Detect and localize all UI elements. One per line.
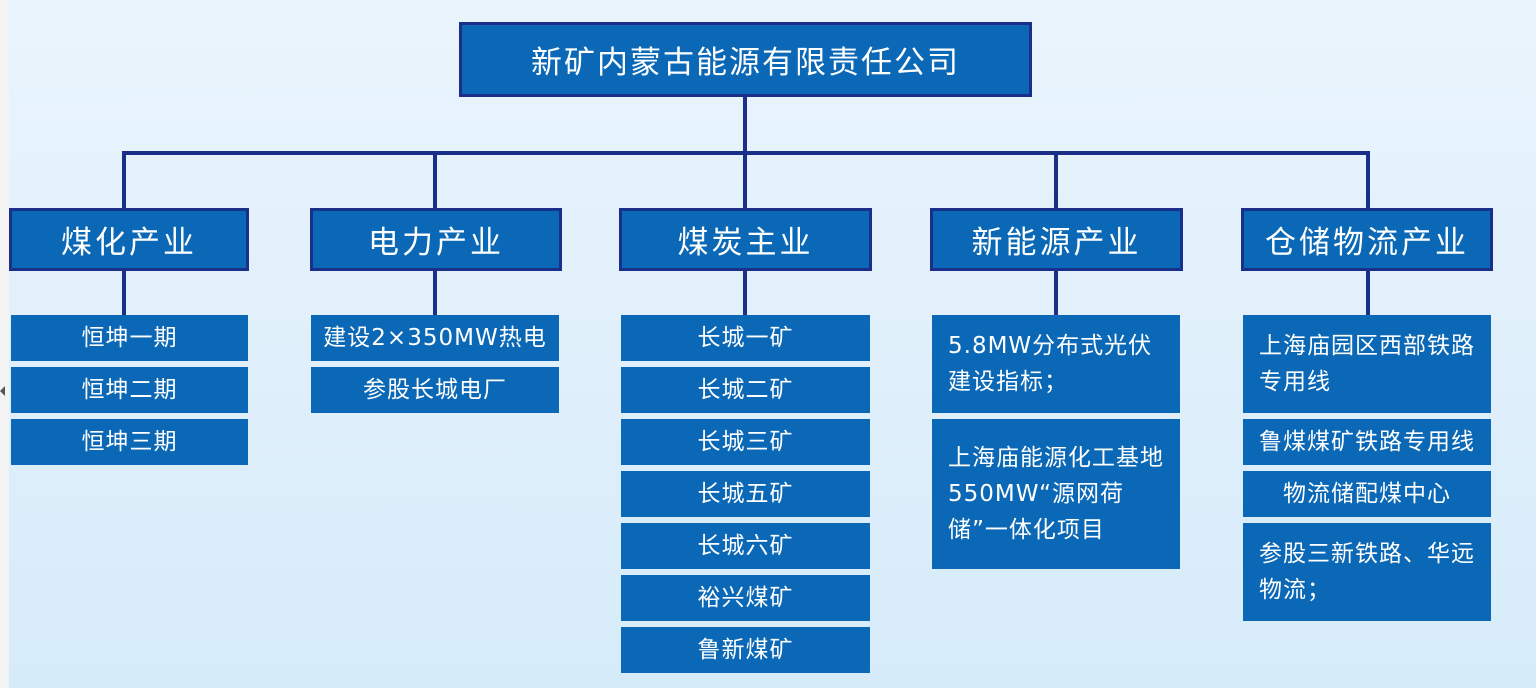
item-node: 鲁新煤矿 <box>621 627 870 673</box>
connector-cat-1 <box>122 151 126 208</box>
category-label: 新能源产业 <box>971 225 1142 261</box>
item-node: 长城一矿 <box>621 315 870 361</box>
connector-items-3 <box>743 271 747 315</box>
category-label: 煤炭主业 <box>677 225 814 261</box>
item-node: 5.8MW分布式光伏建设指标； <box>932 315 1180 413</box>
connector-cat-4 <box>1054 151 1058 208</box>
item-node: 长城三矿 <box>621 419 870 465</box>
item-node: 上海庙能源化工基地550MW“源网荷储”一体化项目 <box>932 419 1180 569</box>
connector-items-5 <box>1366 271 1370 315</box>
connector-cat-3 <box>743 151 747 208</box>
root-node: 新矿内蒙古能源有限责任公司 <box>459 22 1032 97</box>
collapse-arrow-icon[interactable] <box>0 386 5 396</box>
item-node: 鲁煤煤矿铁路专用线 <box>1243 419 1491 465</box>
item-node: 上海庙园区西部铁路专用线 <box>1243 315 1491 413</box>
window-left-edge <box>0 0 9 688</box>
category-coal-chemical: 煤化产业 <box>9 208 249 271</box>
connector-items-1 <box>122 271 126 315</box>
root-label: 新矿内蒙古能源有限责任公司 <box>531 45 960 81</box>
item-node: 长城二矿 <box>621 367 870 413</box>
category-label: 电力产业 <box>368 225 504 261</box>
connector-cat-2 <box>433 151 437 208</box>
category-coal-main: 煤炭主业 <box>619 208 872 271</box>
category-new-energy: 新能源产业 <box>930 208 1183 271</box>
connector-root-down <box>743 97 747 153</box>
item-node: 裕兴煤矿 <box>621 575 870 621</box>
category-logistics: 仓储物流产业 <box>1241 208 1493 271</box>
connector-items-4 <box>1054 271 1058 315</box>
item-node: 参股三新铁路、华远物流； <box>1243 523 1491 621</box>
item-node: 建设2×350MW热电 <box>311 315 559 361</box>
item-node: 长城六矿 <box>621 523 870 569</box>
item-node: 恒坤三期 <box>11 419 248 465</box>
category-label: 煤化产业 <box>61 225 197 261</box>
connector-cat-5 <box>1366 151 1370 208</box>
item-node: 参股长城电厂 <box>311 367 559 413</box>
item-node: 物流储配煤中心 <box>1243 471 1491 517</box>
item-node: 长城五矿 <box>621 471 870 517</box>
category-label: 仓储物流产业 <box>1265 225 1469 261</box>
connector-items-2 <box>433 271 437 315</box>
category-power: 电力产业 <box>310 208 562 271</box>
item-node: 恒坤一期 <box>11 315 248 361</box>
item-node: 恒坤二期 <box>11 367 248 413</box>
